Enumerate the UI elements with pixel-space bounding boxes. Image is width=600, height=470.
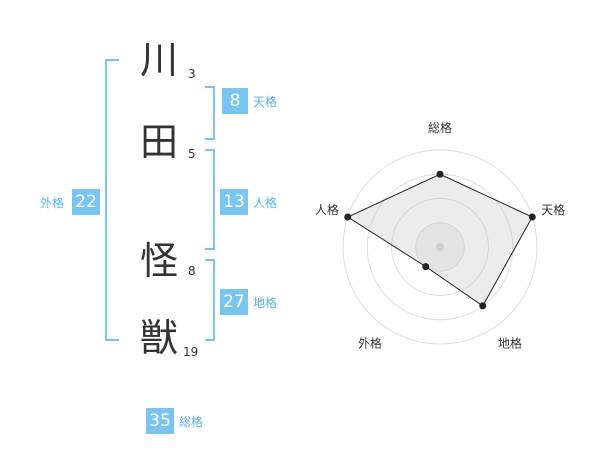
name-char-1: 川	[140, 38, 179, 82]
radar-ring-4	[342, 149, 538, 345]
radar-axis-label-0: 総格	[428, 120, 452, 135]
stroke-count-4: 19	[183, 345, 199, 359]
radar-axis-label-3: 外格	[358, 335, 382, 350]
chikaku-label: 地格	[253, 296, 278, 310]
stroke-count-3: 8	[188, 264, 196, 278]
jinkaku-value: 13	[220, 189, 248, 215]
tenkaku-value: 8	[222, 88, 248, 114]
radar-point-1	[528, 213, 536, 221]
name-brackets	[105, 59, 215, 341]
radar-axis-label-2: 地格	[498, 335, 522, 350]
jinkaku-label: 人格	[253, 196, 278, 210]
radar-point-0	[436, 170, 444, 178]
radar-ring-2	[391, 198, 489, 296]
chikaku-bracket	[205, 259, 215, 341]
radar-point-2	[479, 302, 487, 310]
name-char-3: 怪	[140, 239, 179, 283]
soukaku-value: 35	[146, 408, 174, 434]
radar-point-3	[422, 263, 430, 271]
name-char-4: 獣	[140, 316, 179, 360]
jinkaku-bracket	[205, 149, 215, 250]
gaikaku-value: 22	[72, 189, 100, 215]
soukaku-label: 総格	[179, 415, 204, 429]
radar-center-dot	[436, 243, 444, 251]
name-char-2: 田	[140, 120, 179, 164]
stroke-count-1: 3	[188, 67, 196, 81]
tenkaku-bracket	[205, 86, 215, 140]
gaikaku-label: 外格	[40, 196, 65, 210]
radar-axis-label-4: 人格	[315, 202, 339, 217]
radar-axis-label-1: 天格	[541, 202, 565, 217]
radar-data-polygon	[346, 173, 533, 307]
radar-point-4	[344, 213, 352, 221]
tenkaku-label: 天格	[253, 95, 278, 109]
gaikaku-bracket	[105, 59, 119, 341]
chikaku-value: 27	[220, 289, 248, 315]
stroke-count-2: 5	[188, 147, 196, 161]
